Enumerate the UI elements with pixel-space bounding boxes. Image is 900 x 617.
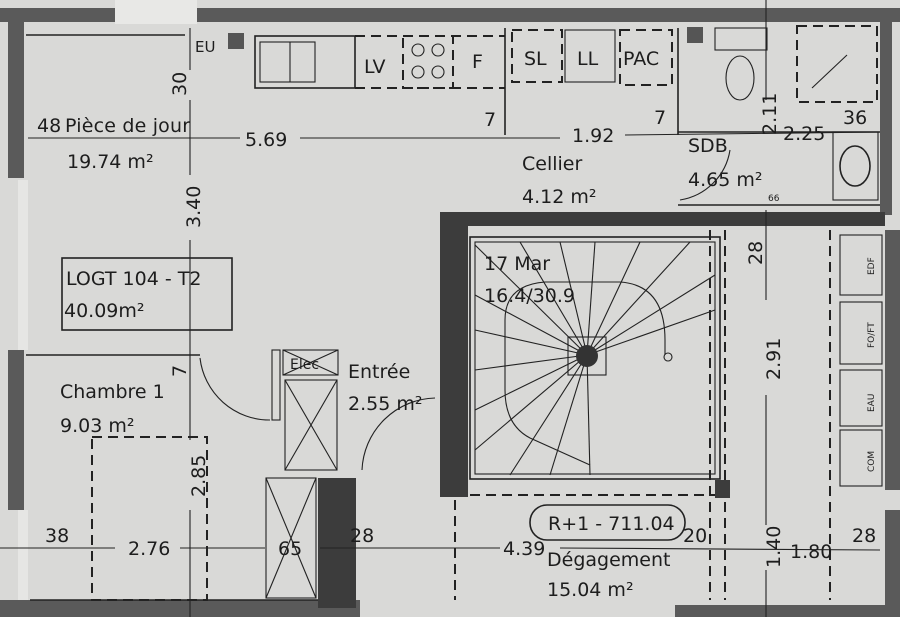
svg-text:7: 7 [484,109,496,131]
chambre-name: Chambre 1 [60,381,165,403]
svg-text:20: 20 [683,525,707,547]
unit-area: 40.09m² [64,300,145,322]
svg-text:3.40: 3.40 [183,186,205,228]
svg-text:36: 36 [843,107,867,129]
stair-ratio: 16.4/30.9 [484,285,575,307]
shaft-com: COM [867,451,877,472]
svg-text:28: 28 [350,525,374,547]
degagement-area: 15.04 m² [547,579,634,601]
svg-text:48: 48 [37,115,61,137]
kitchen-counter [228,25,879,201]
sdb-area: 4.65 m² [688,169,762,191]
stair-label: 17 Mar [484,253,550,275]
spiral-staircase [469,236,721,480]
entree-name: Entrée [348,361,410,383]
shaft-edf: EDF [867,257,877,275]
level-tag-outline [529,504,686,541]
svg-text:2.25: 2.25 [783,123,825,145]
svg-text:7: 7 [169,365,191,377]
svg-text:7: 7 [654,107,666,129]
fixture-pac: PAC [623,48,659,70]
entree-area: 2.55 m² [348,393,422,415]
level-tag: R+1 - 711.04 [548,513,675,535]
svg-text:2.91: 2.91 [763,338,785,380]
fixture-sl: SL [524,48,547,70]
svg-text:2.76: 2.76 [128,538,170,560]
svg-text:1.92: 1.92 [572,125,614,147]
fixture-eu: EU [195,38,215,56]
svg-text:28: 28 [745,241,767,265]
fixture-f: F [472,51,483,73]
cellier-area: 4.12 m² [522,186,596,208]
living-room-area: 19.74 m² [67,151,154,173]
technical-shafts [839,234,883,487]
svg-text:65: 65 [278,538,302,560]
dimension-labels: 48 5.69 7 1.92 7 2.11 2.25 36 30 3.40 7 … [37,72,876,568]
unit-label: LOGT 104 - T2 [66,268,201,290]
shaft-foft: FO/FT [867,322,877,348]
svg-text:1.40: 1.40 [763,526,785,568]
unit-box [61,257,233,331]
svg-text:1.80: 1.80 [790,541,832,563]
fixture-elec: Elec [290,357,319,373]
sdb-name: SDB [688,135,728,157]
shaft-eau: EAU [867,394,877,412]
svg-text:38: 38 [45,525,69,547]
svg-text:30: 30 [169,72,191,96]
svg-text:4.39: 4.39 [503,538,545,560]
living-room-name: Pièce de jour [65,115,190,137]
fixture-ll: LL [577,48,599,70]
svg-text:5.69: 5.69 [245,129,287,151]
svg-text:28: 28 [852,525,876,547]
svg-text:66: 66 [768,194,780,204]
chambre-area: 9.03 m² [60,415,134,437]
degagement-name: Dégagement [547,549,670,571]
fixture-lv: LV [364,56,386,78]
cellier-name: Cellier [522,153,582,175]
svg-text:2.85: 2.85 [188,455,210,497]
dimension-lines [0,0,881,617]
svg-text:2.11: 2.11 [759,93,781,135]
